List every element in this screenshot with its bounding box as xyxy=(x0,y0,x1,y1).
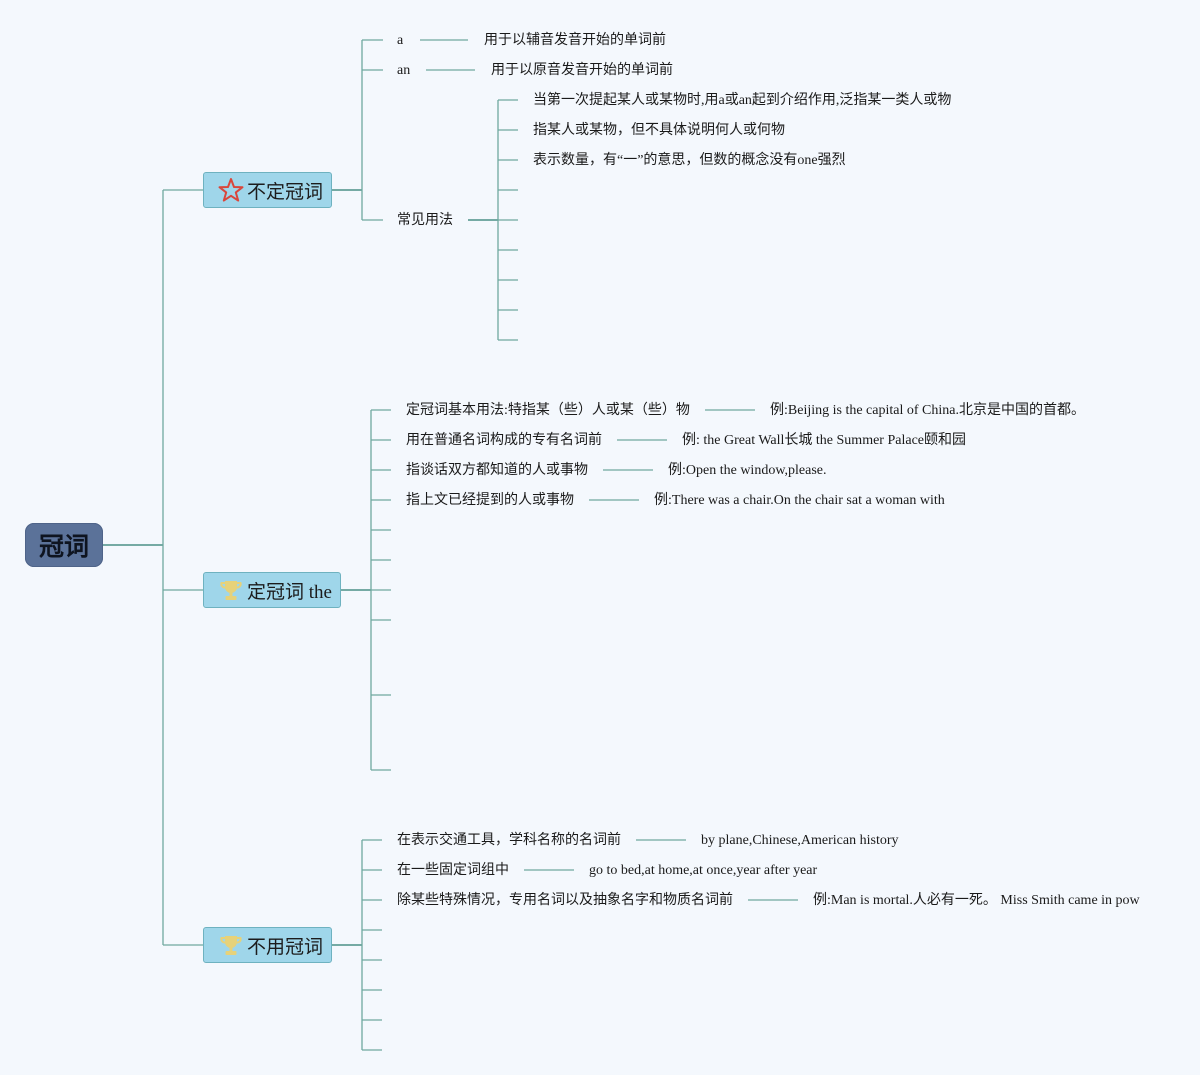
branch-indefinite-article[interactable]: 不定冠词 xyxy=(203,172,332,208)
star-icon xyxy=(218,177,244,203)
topic-proper-abstract-nouns[interactable]: 除某些特殊情况，专用名词以及抽象名字和物质名词前 xyxy=(397,893,733,908)
branch-no-article[interactable]: 不用冠词 xyxy=(203,927,332,963)
example-detail[interactable]: by plane,Chinese,American history xyxy=(701,833,899,848)
branch-label: 不用冠词 xyxy=(247,936,324,958)
example-detail[interactable]: 例:Open the window,please. xyxy=(668,463,827,478)
topic-an-detail[interactable]: 用于以原音发音开始的单词前 xyxy=(491,63,673,78)
example-detail[interactable]: go to bed,at home,at once,year after yea… xyxy=(589,863,818,878)
topic-common-usage[interactable]: 常见用法 xyxy=(397,213,453,228)
example-detail[interactable]: 例: the Great Wall长城 the Summer Palace颐和园 xyxy=(682,433,966,448)
example-detail[interactable]: 例:Man is mortal.人必有一死。 Miss Smith came i… xyxy=(813,893,1140,908)
example-detail[interactable]: 例:There was a chair.On the chair sat a w… xyxy=(654,493,945,508)
root-label: 冠词 xyxy=(38,532,89,561)
usage-item[interactable]: 指某人或某物，但不具体说明何人或何物 xyxy=(533,123,785,138)
topic-transport-subject[interactable]: 在表示交通工具，学科名称的名词前 xyxy=(397,833,621,848)
topic-proper-noun[interactable]: 用在普通名词构成的专有名词前 xyxy=(406,433,602,448)
branch-label: 定冠词 the xyxy=(247,581,332,603)
topic-a-detail[interactable]: 用于以辅音发音开始的单词前 xyxy=(484,33,666,48)
topic-fixed-phrases[interactable]: 在一些固定词组中 xyxy=(397,863,509,878)
topic-mentioned-thing[interactable]: 指上文已经提到的人或事物 xyxy=(406,493,574,508)
example-detail[interactable]: 例:Beijing is the capital of China.北京是中国的… xyxy=(770,403,1085,418)
root-node[interactable]: 冠词 xyxy=(25,523,103,567)
trophy-icon xyxy=(218,577,244,603)
topic-a[interactable]: a xyxy=(397,33,404,48)
branch-definite-article[interactable]: 定冠词 the xyxy=(203,572,341,608)
topic-basic-usage[interactable]: 定冠词基本用法:特指某（些）人或某（些）物 xyxy=(406,403,690,418)
trophy-icon xyxy=(218,932,244,958)
branch-label: 不定冠词 xyxy=(247,181,324,203)
usage-item[interactable]: 当第一次提起某人或某物时,用a或an起到介绍作用,泛指某一类人或物 xyxy=(533,93,952,108)
topic-known-thing[interactable]: 指谈话双方都知道的人或事物 xyxy=(406,463,588,478)
usage-item[interactable]: 表示数量，有“一”的意思，但数的概念没有one强烈 xyxy=(533,153,846,168)
topic-an[interactable]: an xyxy=(397,63,411,78)
